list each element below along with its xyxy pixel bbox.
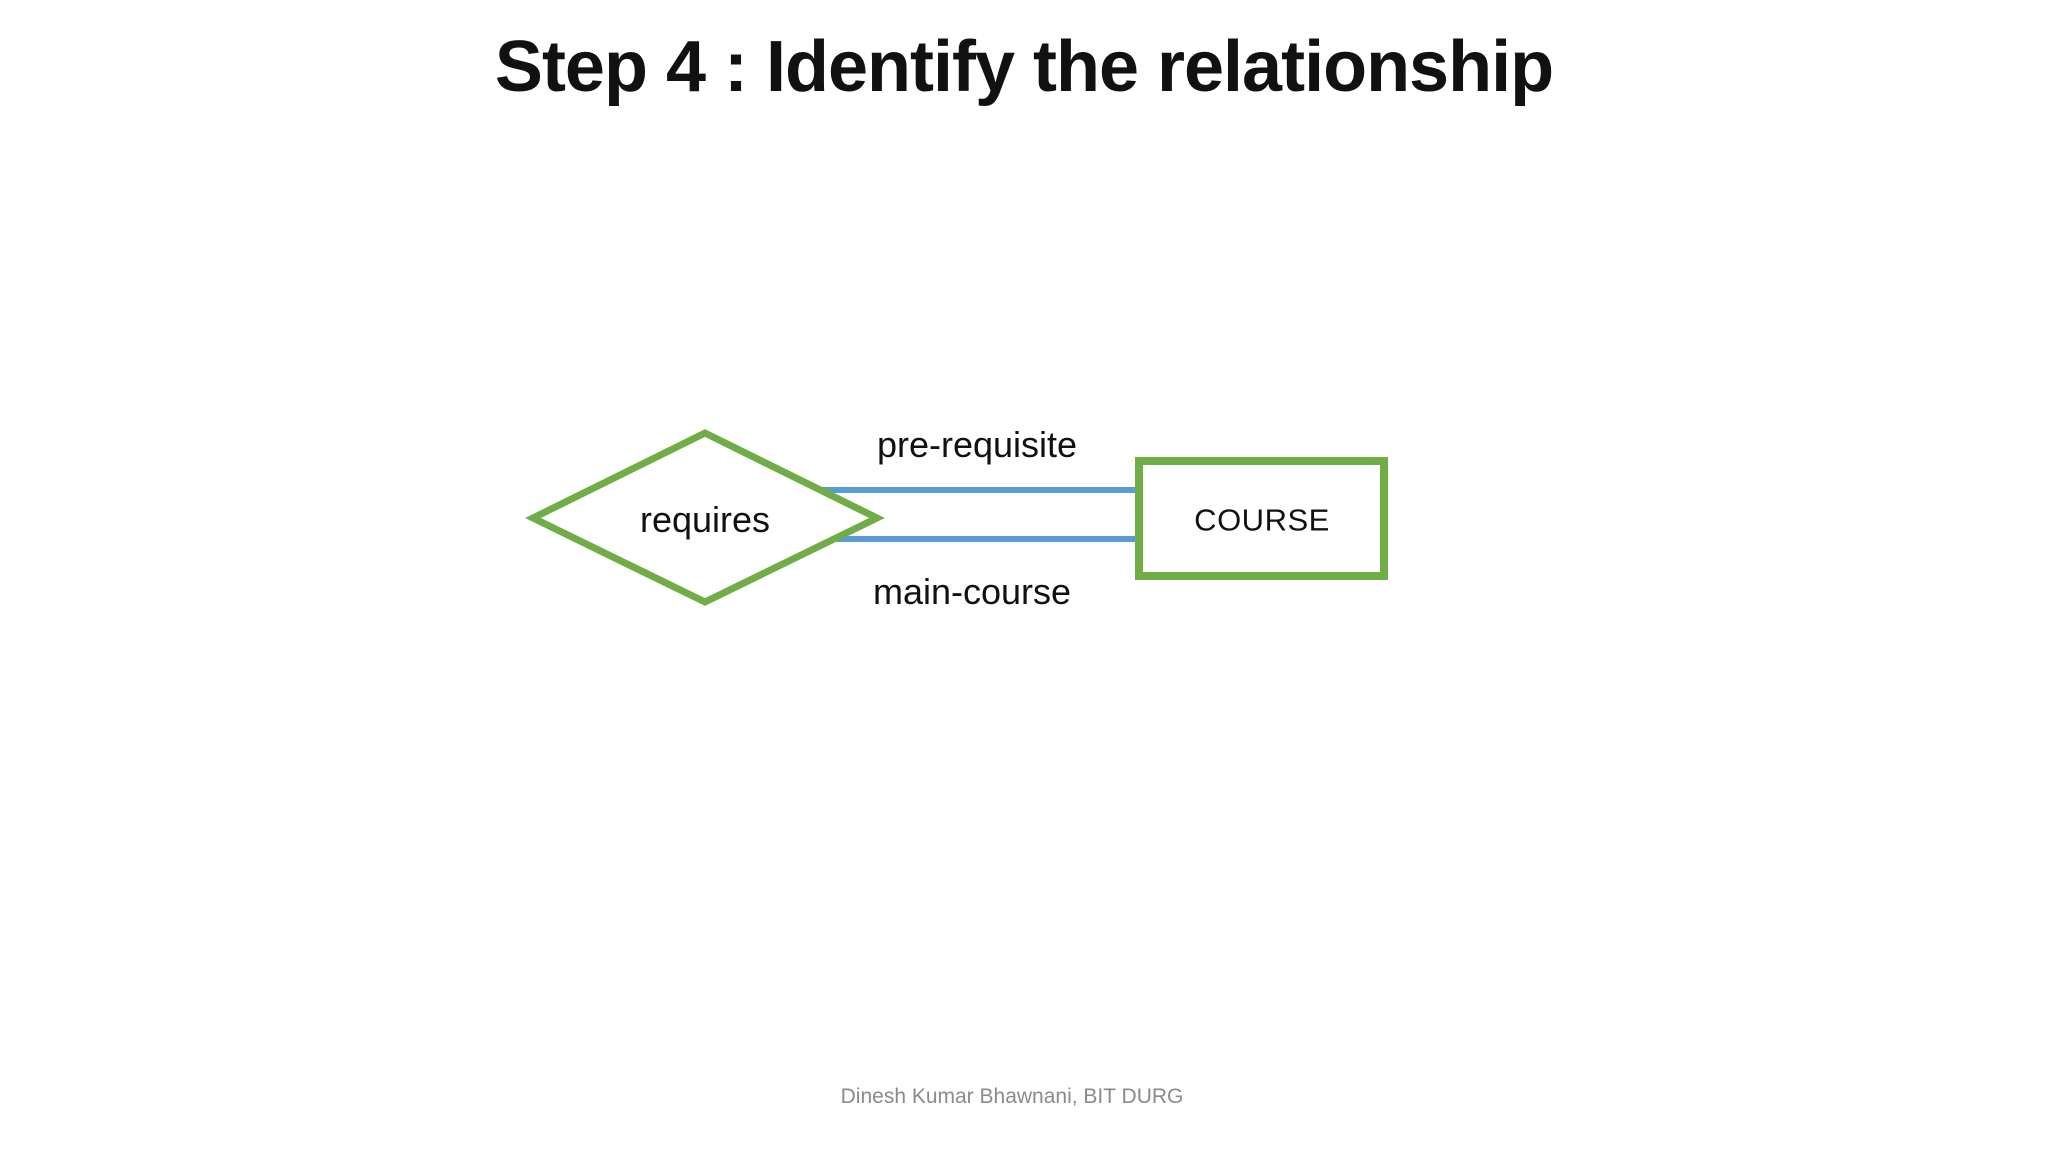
connection-label-top: pre-requisite <box>876 424 1078 465</box>
entity-label: COURSE <box>1194 502 1330 538</box>
footer-credit: Dinesh Kumar Bhawnani, BIT DURG <box>840 1085 1184 1108</box>
relationship-label: requires <box>639 499 771 540</box>
entity-rectangle-shape <box>1135 457 1388 580</box>
relationship-diamond-shape <box>525 429 885 606</box>
connection-label-bottom: main-course <box>872 571 1072 612</box>
slide-title: Step 4 : Identify the relationship <box>494 27 1554 107</box>
